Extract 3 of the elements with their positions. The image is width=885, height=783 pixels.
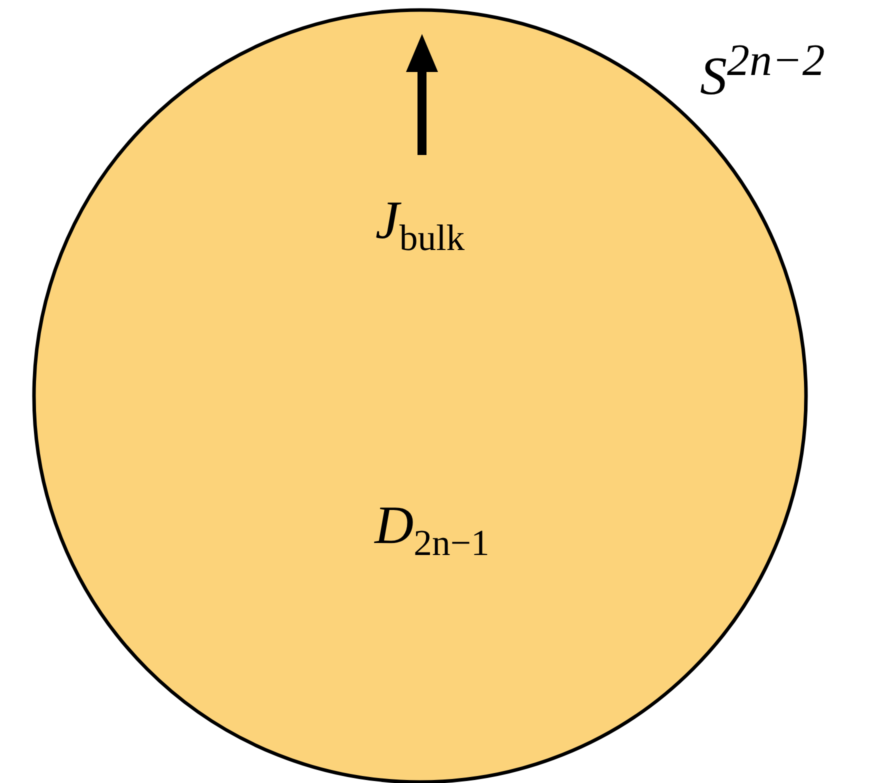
current-label: J$_{bulk}$ xyxy=(375,193,465,257)
disk-label: D$_{2n−1}$ xyxy=(374,498,490,562)
boundary-label: S$^{2n−2}$ xyxy=(700,38,825,103)
